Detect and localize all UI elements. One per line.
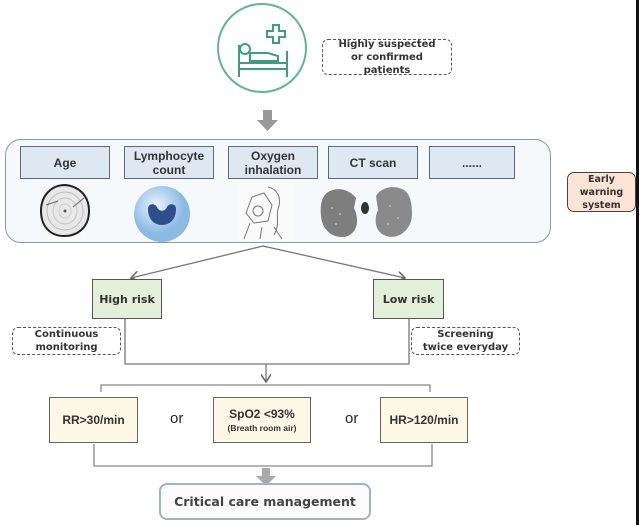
lymphocyte-cell-icon xyxy=(134,186,190,242)
or-label-2: or xyxy=(345,410,359,427)
patient-note: Highly suspected or confirmed patients xyxy=(322,39,452,76)
factor-more: ...... xyxy=(429,146,515,179)
criteria-bracket-bottom xyxy=(93,444,433,467)
continuous-monitoring-note: Continuous monitoring xyxy=(12,327,121,355)
lung-ct-icon xyxy=(320,187,412,238)
right-edge-border xyxy=(636,0,639,525)
down-arrow-bottom xyxy=(256,468,276,486)
arrow-to-high-risk xyxy=(131,245,264,278)
factor-lymphocyte: Lymphocyte count xyxy=(124,146,214,179)
high-risk-box: High risk xyxy=(92,279,162,319)
criterion-hr: HR>120/min xyxy=(380,397,468,443)
patient-circle xyxy=(217,3,307,93)
or-label-1: or xyxy=(170,410,184,427)
oxygen-mask-icon xyxy=(238,183,294,241)
factor-ct-scan: CT scan xyxy=(328,146,418,179)
criterion-rr: RR>30/min xyxy=(49,397,138,443)
early-warning-system: Early warning system xyxy=(567,172,636,212)
merge-line xyxy=(124,318,410,365)
low-risk-box: Low risk xyxy=(373,279,444,319)
criteria-bracket-top xyxy=(100,384,431,392)
patient-bed-icon xyxy=(238,24,288,77)
screening-note: Screening twice everyday xyxy=(411,327,520,355)
down-arrow-top xyxy=(257,110,278,131)
critical-care-box: Critical care management xyxy=(159,483,371,520)
criterion-spo2: SpO2 <93% (Breath room air) xyxy=(213,397,311,443)
tree-rings-icon xyxy=(39,183,91,238)
arrow-to-low-risk xyxy=(262,245,405,278)
factor-oxygen: Oxygen inhalation xyxy=(228,146,318,179)
factor-age: Age xyxy=(20,146,110,179)
